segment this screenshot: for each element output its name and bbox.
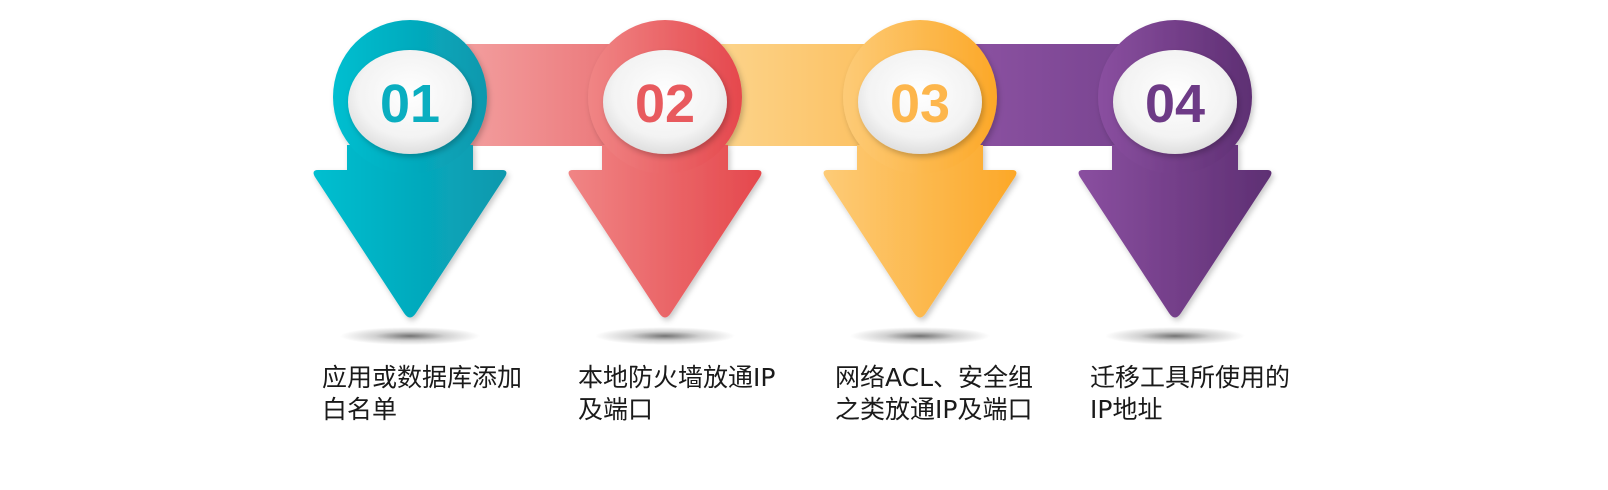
step-marker-3: 03 <box>823 20 1017 345</box>
description-line: IP地址 <box>1090 395 1163 424</box>
description-line: 迁移工具所使用的 <box>1090 363 1291 392</box>
description-line: 本地防火墙放通IP <box>578 363 776 392</box>
step-number: 04 <box>1145 74 1205 134</box>
arrow-body <box>823 145 1017 318</box>
step-description-3: 网络ACL、安全组 之类放通IP及端口 <box>835 362 1075 426</box>
step-number: 01 <box>380 74 440 134</box>
description-line: 网络ACL、安全组 <box>835 363 1034 392</box>
number-bubble <box>603 50 727 154</box>
step-description-1: 应用或数据库添加 白名单 <box>322 362 562 426</box>
step-marker-2: 02 <box>568 20 762 345</box>
arrow-body <box>313 145 507 318</box>
arrow-body <box>1078 145 1272 318</box>
step-marker-4: 04 <box>1078 20 1272 345</box>
step-description-2: 本地防火墙放通IP 及端口 <box>578 362 818 426</box>
ground-shadow <box>850 327 990 345</box>
description-line: 之类放通IP及端口 <box>835 395 1033 424</box>
ground-shadow <box>340 327 480 345</box>
connector-bands <box>455 44 1180 146</box>
step-marker-1: 01 <box>313 20 507 345</box>
step-number: 03 <box>890 74 950 134</box>
description-line: 应用或数据库添加 <box>322 363 523 392</box>
arrow-body <box>568 145 762 318</box>
ground-shadow <box>1105 327 1245 345</box>
description-line: 及端口 <box>578 395 654 424</box>
ground-shadow <box>595 327 735 345</box>
number-bubble <box>348 50 472 154</box>
step-number: 02 <box>635 74 695 134</box>
number-bubble <box>1113 50 1237 154</box>
step-description-4: 迁移工具所使用的 IP地址 <box>1090 362 1330 426</box>
description-line: 白名单 <box>322 395 398 424</box>
number-bubble <box>858 50 982 154</box>
